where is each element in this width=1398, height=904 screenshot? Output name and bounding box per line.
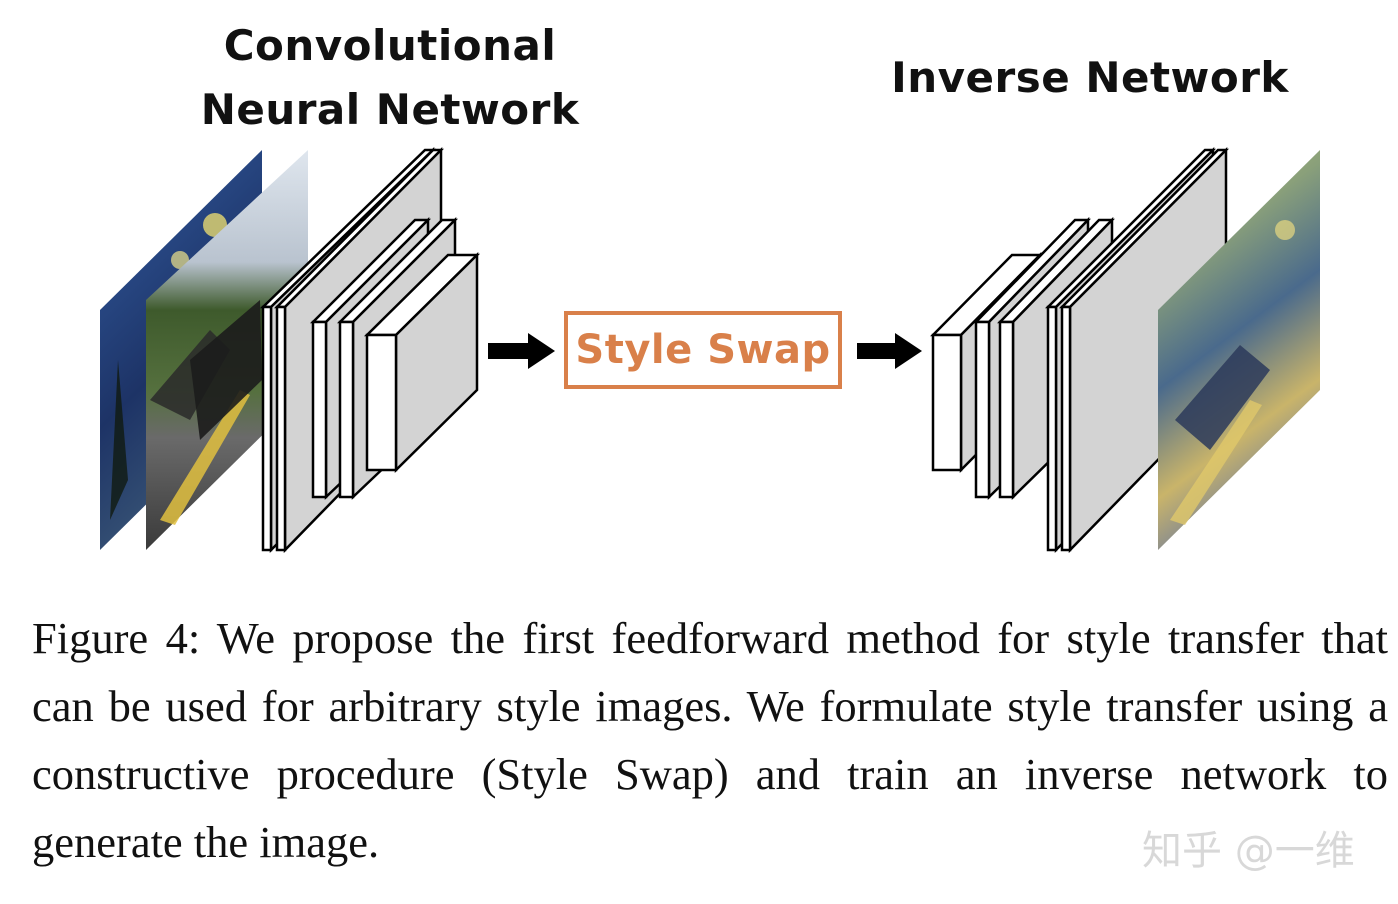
watermark: 知乎 @一维 (1142, 828, 1355, 874)
arrow-cnn-to-swap (488, 333, 555, 369)
cnn-title-line-2: Neural Network (200, 85, 580, 134)
figure-caption: Figure 4: We propose the first feedforwa… (32, 613, 1388, 867)
architecture-diagram (100, 146, 1320, 554)
arrow-swap-to-inverse (857, 333, 922, 369)
inverse-network-layers (930, 146, 1230, 554)
cnn-title: Convolutional Neural Network (180, 14, 600, 142)
content-input-image (146, 150, 308, 550)
style-swap-label: Style Swap (575, 327, 831, 373)
cnn-layer-5 (363, 252, 481, 473)
stylized-output-image (1158, 150, 1320, 550)
inverse-network-title-text: Inverse Network (891, 53, 1289, 102)
inverse-network-title: Inverse Network (880, 46, 1300, 110)
style-swap-box: Style Swap (564, 311, 842, 389)
cnn-encoder-layers (259, 146, 481, 554)
cnn-title-line-1: Convolutional (223, 21, 557, 70)
